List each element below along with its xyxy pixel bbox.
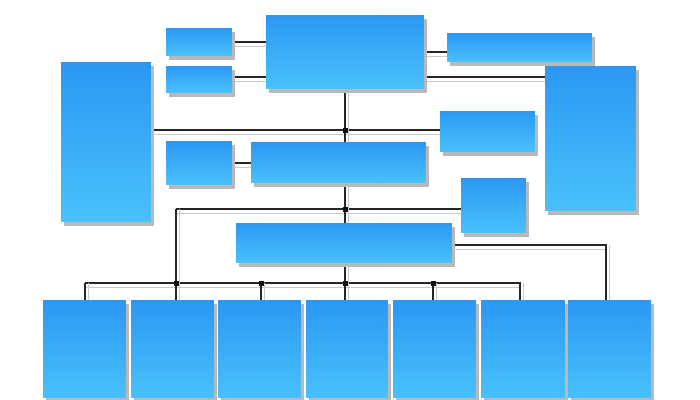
junction-dot-3 <box>174 281 179 286</box>
edge-center-to-topright-shadow <box>424 56 447 57</box>
edge-midsmall-to-midwide <box>232 162 251 164</box>
edge-smallupper-to-center <box>232 41 266 43</box>
edge-to-rightsmall-shadow <box>176 213 461 214</box>
edge-distribution-bus-shadow <box>85 287 521 288</box>
edge-midsmall-to-midwide-shadow <box>232 167 251 168</box>
node-bottom-5 <box>393 300 476 398</box>
node-mid-right <box>440 111 535 152</box>
node-bottom-1 <box>43 300 126 398</box>
edge-drop-bottom-5-shadow <box>436 283 437 301</box>
edge-lowerwide-to-bottom7 <box>452 244 607 246</box>
node-bottom-7 <box>568 300 651 398</box>
edge-smallupper-to-center-shadow <box>232 46 266 47</box>
node-bottom-3 <box>218 300 301 398</box>
junction-dot-5 <box>343 281 348 286</box>
edge-center-down-3-shadow <box>348 263 349 301</box>
edge-tallleft-to-midright <box>151 129 440 131</box>
edge-drop-bottom-7-shadow <box>609 245 610 301</box>
edge-center-down-2-shadow <box>348 183 349 223</box>
node-tall-right <box>545 66 636 211</box>
junction-dot-1 <box>343 128 348 133</box>
node-top-center-large <box>266 15 424 89</box>
edge-tallleft-to-midright-shadow <box>151 134 440 135</box>
edge-drop-bottom-3 <box>260 283 262 301</box>
node-bottom-2 <box>131 300 214 398</box>
junction-dot-2 <box>343 207 348 212</box>
edge-smalllower-to-center <box>232 76 266 78</box>
edge-drop-bottom-5 <box>432 283 434 301</box>
edge-distribution-bus <box>85 282 521 284</box>
node-top-small-lower <box>166 66 232 93</box>
node-bottom-4 <box>306 300 388 398</box>
edge-drop-bottom-6-shadow <box>523 283 524 301</box>
node-top-right-wide <box>447 33 592 62</box>
edge-smalllower-to-center-shadow <box>232 81 266 82</box>
junction-dot-6 <box>431 281 436 286</box>
node-tall-left <box>61 62 151 222</box>
edge-lowerwide-to-bottom7-shadow <box>452 249 607 250</box>
edge-drop-bottom-7 <box>605 245 607 301</box>
edge-drop-bottom-2-shadow <box>179 209 180 301</box>
edge-center-down-2 <box>344 183 346 223</box>
edge-center-to-tallright-shadow <box>424 81 545 82</box>
edge-to-rightsmall <box>176 208 461 210</box>
edge-drop-bottom-2 <box>175 209 177 301</box>
edge-center-down-1-shadow <box>348 89 349 142</box>
node-right-small <box>461 178 526 233</box>
node-top-small-upper <box>166 28 232 56</box>
node-bottom-6 <box>481 300 565 398</box>
edge-center-down-1 <box>344 89 346 142</box>
node-lower-center-wide <box>236 223 452 263</box>
node-mid-left-small <box>166 141 232 185</box>
edge-drop-bottom-1 <box>84 283 86 301</box>
edge-center-to-tallright <box>424 76 545 78</box>
edge-center-to-topright <box>424 51 447 53</box>
edge-drop-bottom-1-shadow <box>88 283 89 301</box>
junction-dot-4 <box>259 281 264 286</box>
node-mid-center-wide <box>251 142 426 183</box>
edge-drop-bottom-6 <box>519 283 521 301</box>
edge-drop-bottom-3-shadow <box>264 283 265 301</box>
